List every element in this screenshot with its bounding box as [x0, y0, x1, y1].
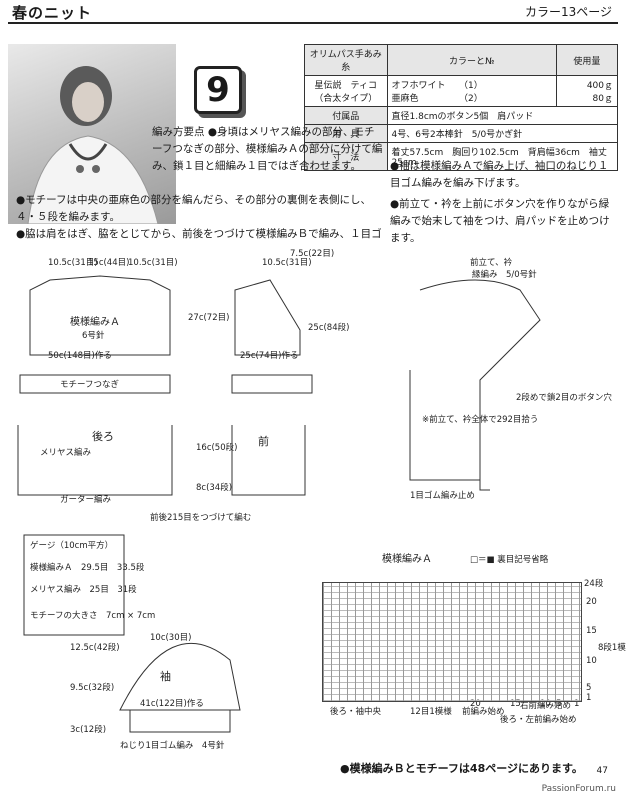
lbl-col-10: 10	[540, 699, 551, 709]
lbl-front-27: 27c(72目)	[188, 313, 229, 323]
lbl-col-15: 15	[510, 699, 521, 709]
page-number: 47	[596, 766, 608, 776]
gauge-box	[23, 534, 125, 636]
lbl-col-1: 1	[574, 699, 579, 709]
spec-tools-label: 用 具	[304, 124, 388, 143]
spec-yarn-type: （合太タイプ）	[314, 94, 378, 104]
page-title: 春のニット	[12, 4, 93, 22]
spec-yarn-name: 星伝説 ティコ	[314, 81, 377, 91]
lbl-front-len: 25c(84段)	[308, 322, 349, 333]
sleeve-outline	[119, 642, 241, 711]
instruction-p4: ●袖は模様編みＡで編み上げ、袖口のねじり１目ゴム編みを編み下げます。	[390, 160, 609, 189]
lbl-col-20: 20	[470, 699, 481, 709]
front-upper-outline	[234, 279, 301, 356]
lbl-back: 後ろ	[92, 429, 114, 443]
schematic-diagrams: 10.5c(31目) 15c(44目) 10.5c(31目) 模様編みＡ 6号針…	[17, 249, 626, 751]
spec-head-yarn: オリムパス手あみ糸	[304, 44, 388, 76]
spec-head-amount: 使用量	[555, 44, 619, 76]
spec-amount-1: 400ｇ	[586, 81, 613, 91]
spec-size: 着丈57.5cm 胸回り102.5cm 背肩幅36cm 袖丈25cm	[386, 142, 619, 171]
lbl-band-edge: 縁編み 5/0号針	[472, 269, 537, 280]
spec-amount-2: 80ｇ	[592, 94, 613, 104]
lbl-back-w1: 10.5c(31目)	[48, 258, 98, 268]
model-photo	[8, 44, 176, 224]
lbl-front-16: 16c(50段)	[196, 442, 237, 453]
front-body-outline	[409, 370, 480, 481]
lbl-front-w1: 10.5c(31目)	[262, 258, 312, 268]
lbl-back-garter: ガーター編み	[60, 494, 112, 505]
lbl-chart-title: 模様編みＡ	[382, 552, 432, 565]
lbl-back-stock: メリヤス編み	[40, 447, 92, 458]
header-rule	[8, 22, 618, 24]
lbl-band-note: ※前立て、衿全体で292目拾う	[422, 414, 538, 425]
back-lower-outline	[17, 425, 173, 496]
lbl-back-motif: モチーフつなぎ	[60, 379, 119, 390]
lbl-row-24: 24段	[584, 578, 604, 589]
lbl-chart-front-start: 前編み始め	[462, 706, 505, 717]
instruction-p3: ●脇は肩をはぎ、脇をとじてから、前後をつづけて模様編みＢで編み、１目ゴム編み止め…	[16, 228, 382, 240]
lbl-chart-back-start: 後ろ・左前編み始め	[500, 714, 577, 725]
spec-tools: 4号、6号2本棒針 5/0号かぎ針	[386, 124, 619, 143]
materials-table: オリムパス手あみ糸 カラーと№ 使用量 星伝説 ティコ （合太タイプ） オフホワ…	[304, 44, 619, 171]
lbl-front-8: 8c(34段)	[196, 482, 232, 493]
spec-color-2: 亜麻色 （2）	[391, 94, 483, 104]
lbl-back-w3: 10.5c(31目)	[128, 258, 178, 268]
back-upper-outline	[29, 275, 171, 356]
lbl-pickup: 前後215目をつづけて編む	[150, 512, 251, 523]
lbl-sleeve: 袖	[160, 669, 171, 683]
lbl-front-width: 25c(74目)作る	[240, 350, 298, 361]
lbl-sleeve-w1: 10c(30目)	[150, 633, 191, 643]
footnote: ●模様編みＢとモチーフは48ページにあります。	[340, 762, 583, 775]
stitch-chart-grid	[322, 582, 582, 702]
spec-head-color: カラーと№	[386, 44, 557, 76]
lbl-sleeve-h3: 3c(12段)	[70, 724, 106, 735]
back-motif-band	[19, 374, 171, 394]
lbl-chart-center: 後ろ・袖中央	[330, 706, 382, 717]
spec-materials: 直径1.8cmのボタン5個 肩パッド	[386, 106, 619, 125]
lbl-band-rib: 1目ゴム編み止め	[410, 490, 475, 501]
lbl-row-20: 20	[586, 597, 597, 607]
instruction-p5: ●前立て・衿を上前にボタン穴を作りながら緑編みで始末して袖をつけ、肩パッドを止め…	[390, 198, 610, 244]
lbl-sleeve-width: 41c(122目)作る	[140, 698, 204, 709]
lbl-chart-rows: 8段1模様	[598, 642, 626, 653]
lbl-row-10: 10	[586, 656, 597, 666]
spec-size-label: 寸 法	[304, 142, 388, 171]
lbl-col-5: 5	[556, 699, 561, 709]
front-band-outline	[419, 279, 541, 491]
lbl-sleeve-h2: 9.5c(32段)	[70, 682, 114, 693]
color-page-ref: カラー13ページ	[524, 5, 612, 19]
lbl-band-title: 前立て、衿	[470, 257, 513, 268]
lbl-front: 前	[258, 434, 269, 448]
lbl-chart-repeat: 12目1模様	[410, 706, 452, 717]
lbl-back-width: 50c(148目)作る	[48, 350, 112, 361]
lbl-row-5: 5	[586, 683, 591, 693]
sleeve-cuff	[129, 709, 231, 733]
front-lower-outline	[231, 425, 306, 496]
lbl-sleeve-h1: 12.5c(42段)	[70, 642, 120, 653]
lbl-band-bh: 2段めで鎖2目のボタン穴	[516, 392, 612, 403]
lbl-back-pattern: 模様編みＡ	[70, 315, 120, 328]
spec-materials-label: 付属品	[304, 106, 388, 125]
lbl-gauge-a: 模様編みＡ 29.5目 33.5段	[30, 562, 145, 573]
instruction-p1: 編み方要点 ●身頃はメリヤス編みの部分、モチーフつなぎの部分、模様編みＡの部分に…	[152, 126, 383, 172]
lbl-gauge-title: ゲージ（10cm平方）	[30, 540, 113, 551]
front-motif-band	[231, 374, 313, 394]
lbl-front-w2: 7.5c(22目)	[290, 249, 334, 259]
instruction-p2: ●モチーフは中央の亜麻色の部分を編んだら、その部分の裏側を表側にし、４・５段を編…	[16, 194, 372, 223]
pattern-number-badge: 9	[194, 66, 242, 114]
lbl-back-needle: 6号針	[82, 330, 105, 341]
lbl-sleeve-cuff: ねじり1目ゴム編み 4号針	[120, 740, 225, 751]
watermark: PassionForum.ru	[541, 784, 616, 794]
lbl-chart-legend: □＝■ 裏目記号省略	[470, 554, 549, 565]
lbl-row-1: 1	[586, 693, 591, 703]
lbl-gauge-motif: モチーフの大きさ 7cm × 7cm	[30, 610, 155, 621]
spec-color-1: オフホワイト （1）	[391, 81, 483, 91]
model-illustration	[27, 66, 159, 224]
lbl-row-15: 15	[586, 626, 597, 636]
lbl-gauge-b: メリヤス編み 25目 31段	[30, 584, 137, 595]
lbl-chart-right-start: 右前編み始め	[520, 700, 571, 711]
lbl-back-w2: 15c(44目)	[88, 258, 129, 268]
